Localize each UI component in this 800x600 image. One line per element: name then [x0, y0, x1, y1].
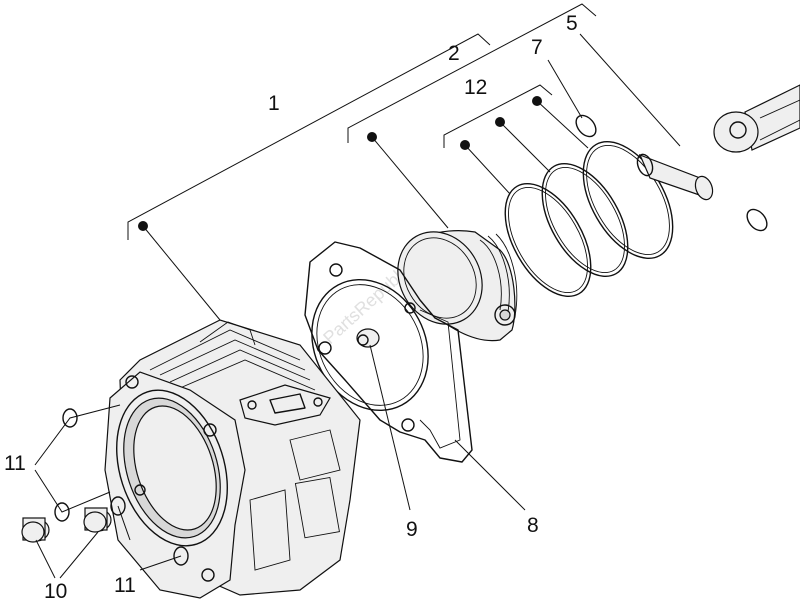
callout-10: 10	[44, 580, 67, 600]
connecting-rod	[713, 84, 800, 153]
dowel-right	[83, 507, 112, 533]
leader-11b-top	[139, 555, 182, 571]
piston-ring-1	[504, 182, 592, 298]
leader-11a-bottom	[34, 469, 111, 513]
leader-8	[454, 439, 526, 511]
leader-ring-1	[464, 144, 511, 195]
leader-10-left	[35, 539, 56, 579]
leader-10-right	[59, 531, 99, 579]
piston-ring-3	[582, 141, 674, 259]
washer-3	[110, 496, 126, 516]
leader-9	[369, 344, 411, 511]
leader-piston	[371, 136, 449, 229]
dowel-left	[21, 517, 50, 543]
leader-11a-top	[34, 404, 121, 466]
callout-5: 5	[566, 12, 578, 35]
bracket-2	[347, 3, 597, 143]
callout-8: 8	[527, 514, 539, 537]
leader-5	[579, 33, 681, 147]
callout-7: 7	[531, 36, 543, 59]
callout-1: 1	[268, 92, 280, 115]
cylinder-block	[104, 319, 361, 599]
cylinder-gasket	[304, 241, 473, 463]
leader-11b-bottom	[117, 505, 131, 541]
piston-ring-2	[541, 162, 629, 278]
circlip-2	[746, 208, 768, 232]
dowel-pin	[356, 328, 380, 348]
callout-12: 12	[464, 76, 487, 99]
callout-2: 2	[448, 42, 460, 65]
callout-11b: 11	[114, 574, 136, 597]
leader-ring-3	[536, 100, 589, 149]
piston-pin	[636, 153, 714, 201]
callout-9: 9	[406, 518, 418, 541]
callout-11a: 11	[4, 452, 26, 475]
circlip-1	[575, 114, 597, 138]
piston	[397, 230, 518, 342]
washer-2	[54, 502, 70, 522]
leader-7	[547, 59, 583, 119]
leader-cylinder	[142, 225, 221, 321]
bracket-1	[127, 33, 491, 240]
washer-4	[173, 546, 189, 566]
leader-ring-2	[499, 121, 551, 173]
washer-1	[62, 408, 78, 428]
bracket-12	[443, 84, 553, 148]
